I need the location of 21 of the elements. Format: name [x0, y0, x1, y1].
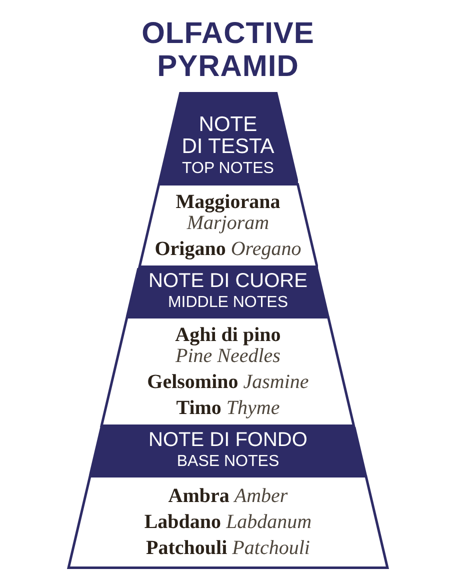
band-subheading: MIDDLE NOTES: [168, 293, 288, 313]
band-subheading: TOP NOTES: [182, 158, 274, 178]
band-heading: NOTE DI TESTA: [182, 114, 274, 158]
pyramid-band: [126, 268, 330, 316]
pyramid-tier: [138, 183, 318, 268]
pyramid-tier: [67, 475, 389, 569]
note-entry: Labdano Labdanum: [144, 512, 312, 532]
note-entry: Aghi di pino Pine Needles: [175, 324, 281, 366]
note-entry: Ambra Amber: [168, 486, 288, 506]
note-entry: Patchouli Patchouli: [146, 538, 310, 558]
pyramid-band: [89, 427, 367, 475]
band-heading: NOTE DI CUORE: [148, 270, 308, 292]
note-entry: Timo Thyme: [176, 398, 280, 418]
note-entry: Origano Oregano: [154, 238, 302, 260]
note-entry: Maggiorana Marjoram: [176, 192, 280, 234]
diagram-title: OLFACTIVE PYRAMID: [142, 17, 314, 83]
band-subheading: BASE NOTES: [176, 452, 280, 472]
pyramid-band: [158, 92, 298, 183]
band-heading: NOTE DI FONDO: [148, 429, 308, 451]
pyramid-tier: [100, 316, 356, 427]
note-entry: Gelsomino Jasmine: [147, 372, 309, 392]
